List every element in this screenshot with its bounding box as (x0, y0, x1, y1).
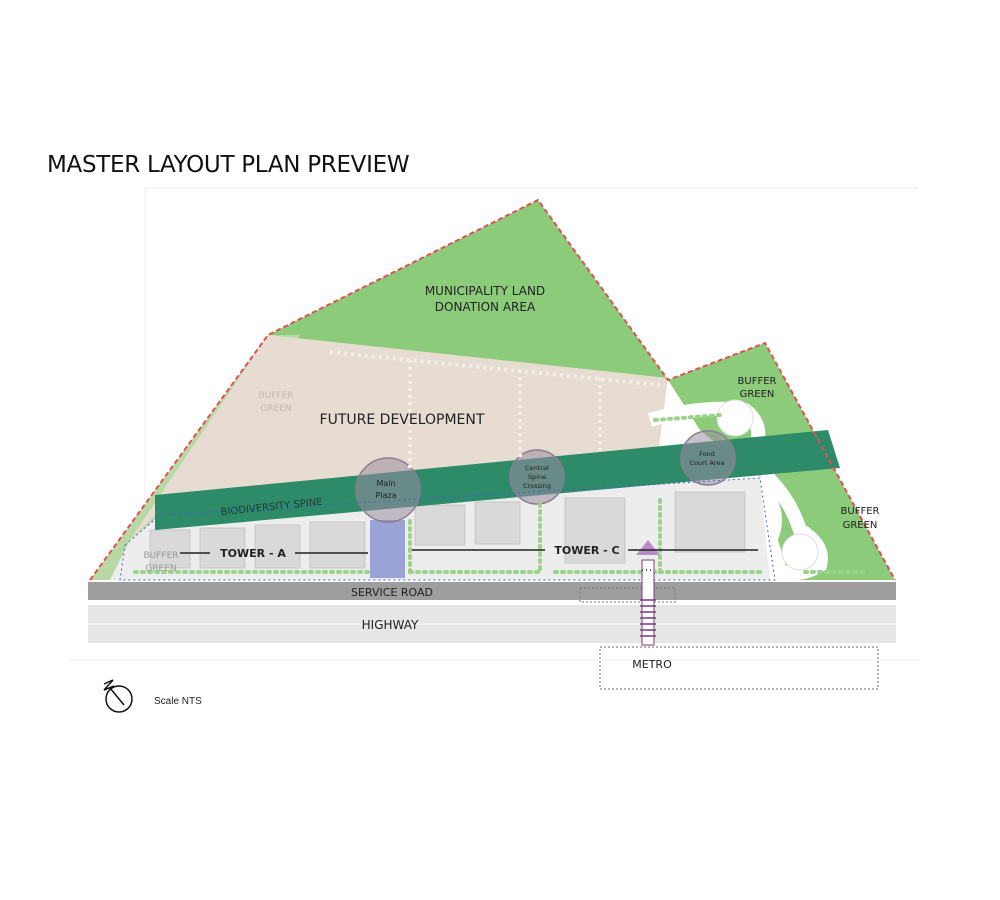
metro-label: METRO (632, 658, 672, 671)
buffer-green-faded-line2: GREEN (260, 404, 291, 414)
service-road-label: SERVICE ROAD (351, 586, 433, 599)
tower-leaders (180, 549, 758, 554)
metro-connector (636, 540, 660, 646)
site-boundary (89, 198, 896, 581)
central-spine-label-line3: Crossing (523, 482, 551, 490)
municipality-label-line2: DONATION AREA (435, 300, 536, 314)
buffer-green-right-line1: BUFFER (841, 506, 880, 517)
tree-dots (133, 413, 867, 574)
scale-note: Scale NTS (154, 696, 202, 707)
page-title: MASTER LAYOUT PLAN PREVIEW (47, 152, 410, 178)
north-arrow-icon (103, 679, 133, 713)
municipality-land-area (268, 200, 668, 380)
buffer-green-right-line2: GREEN (843, 520, 878, 531)
tower-c-label: TOWER - C (554, 544, 619, 557)
food-court-label-line1: Food (699, 450, 715, 458)
main-plaza-label-line2: Plaza (375, 491, 396, 500)
buffer-green-left-line2: GREEN (145, 564, 176, 574)
future-development-label: FUTURE DEVELOPMENT (320, 412, 485, 428)
buffer-green-top-right-line2: GREEN (740, 389, 775, 400)
central-spine-label-line1: Central (525, 464, 549, 472)
buffer-green-faded-line1: BUFFER (258, 391, 293, 401)
metro-link-box (579, 587, 676, 603)
main-plaza-strip (370, 520, 405, 578)
central-spine-label-line2: Spine (528, 473, 546, 481)
node-circles (355, 430, 736, 523)
main-plaza-label-line1: Main (376, 479, 395, 488)
biodiversity-spine (155, 430, 840, 530)
service-road (88, 582, 896, 600)
tower-a-label: TOWER - A (220, 547, 286, 560)
municipality-label-line1: MUNICIPALITY LAND (425, 284, 545, 298)
future-dev-paths (329, 350, 661, 470)
food-court-label-line2: Court Area (690, 459, 725, 467)
buffer-green-top-right-line1: BUFFER (738, 376, 777, 387)
building-blocks (149, 491, 746, 569)
buffer-green-left-line1: BUFFER (143, 551, 178, 561)
highway-label: HIGHWAY (362, 618, 419, 632)
inner-site-line (119, 477, 776, 581)
